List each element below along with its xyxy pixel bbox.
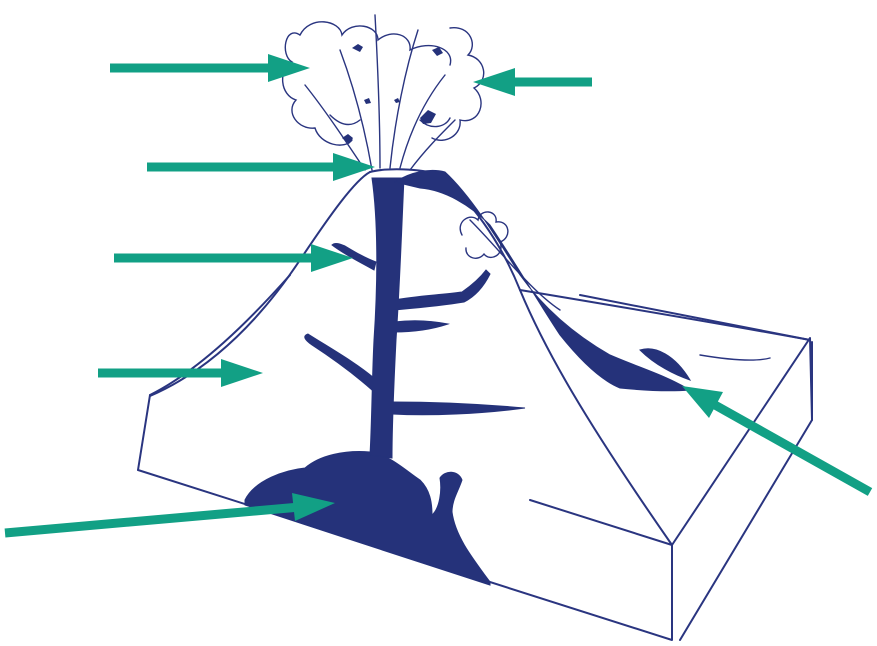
magma-chamber [245, 452, 490, 585]
arrow-dike [114, 244, 353, 272]
dike-to-side-vent [394, 270, 490, 310]
ash-cloud [283, 15, 484, 170]
arrow-crater [147, 153, 375, 181]
lava-flow [395, 170, 690, 390]
arrow-cone-layers [98, 359, 263, 387]
main-vent [370, 178, 404, 458]
ground-block [138, 275, 812, 640]
sill-middle [394, 321, 448, 332]
magma-system [245, 170, 690, 585]
arrow-ash-cloud-right [473, 68, 592, 96]
volcano-cone [150, 169, 810, 545]
arrow-lava-flow [682, 386, 870, 492]
dike-left [305, 334, 374, 390]
sill-lower [392, 402, 525, 415]
arrow-ash-cloud-left [110, 54, 310, 82]
